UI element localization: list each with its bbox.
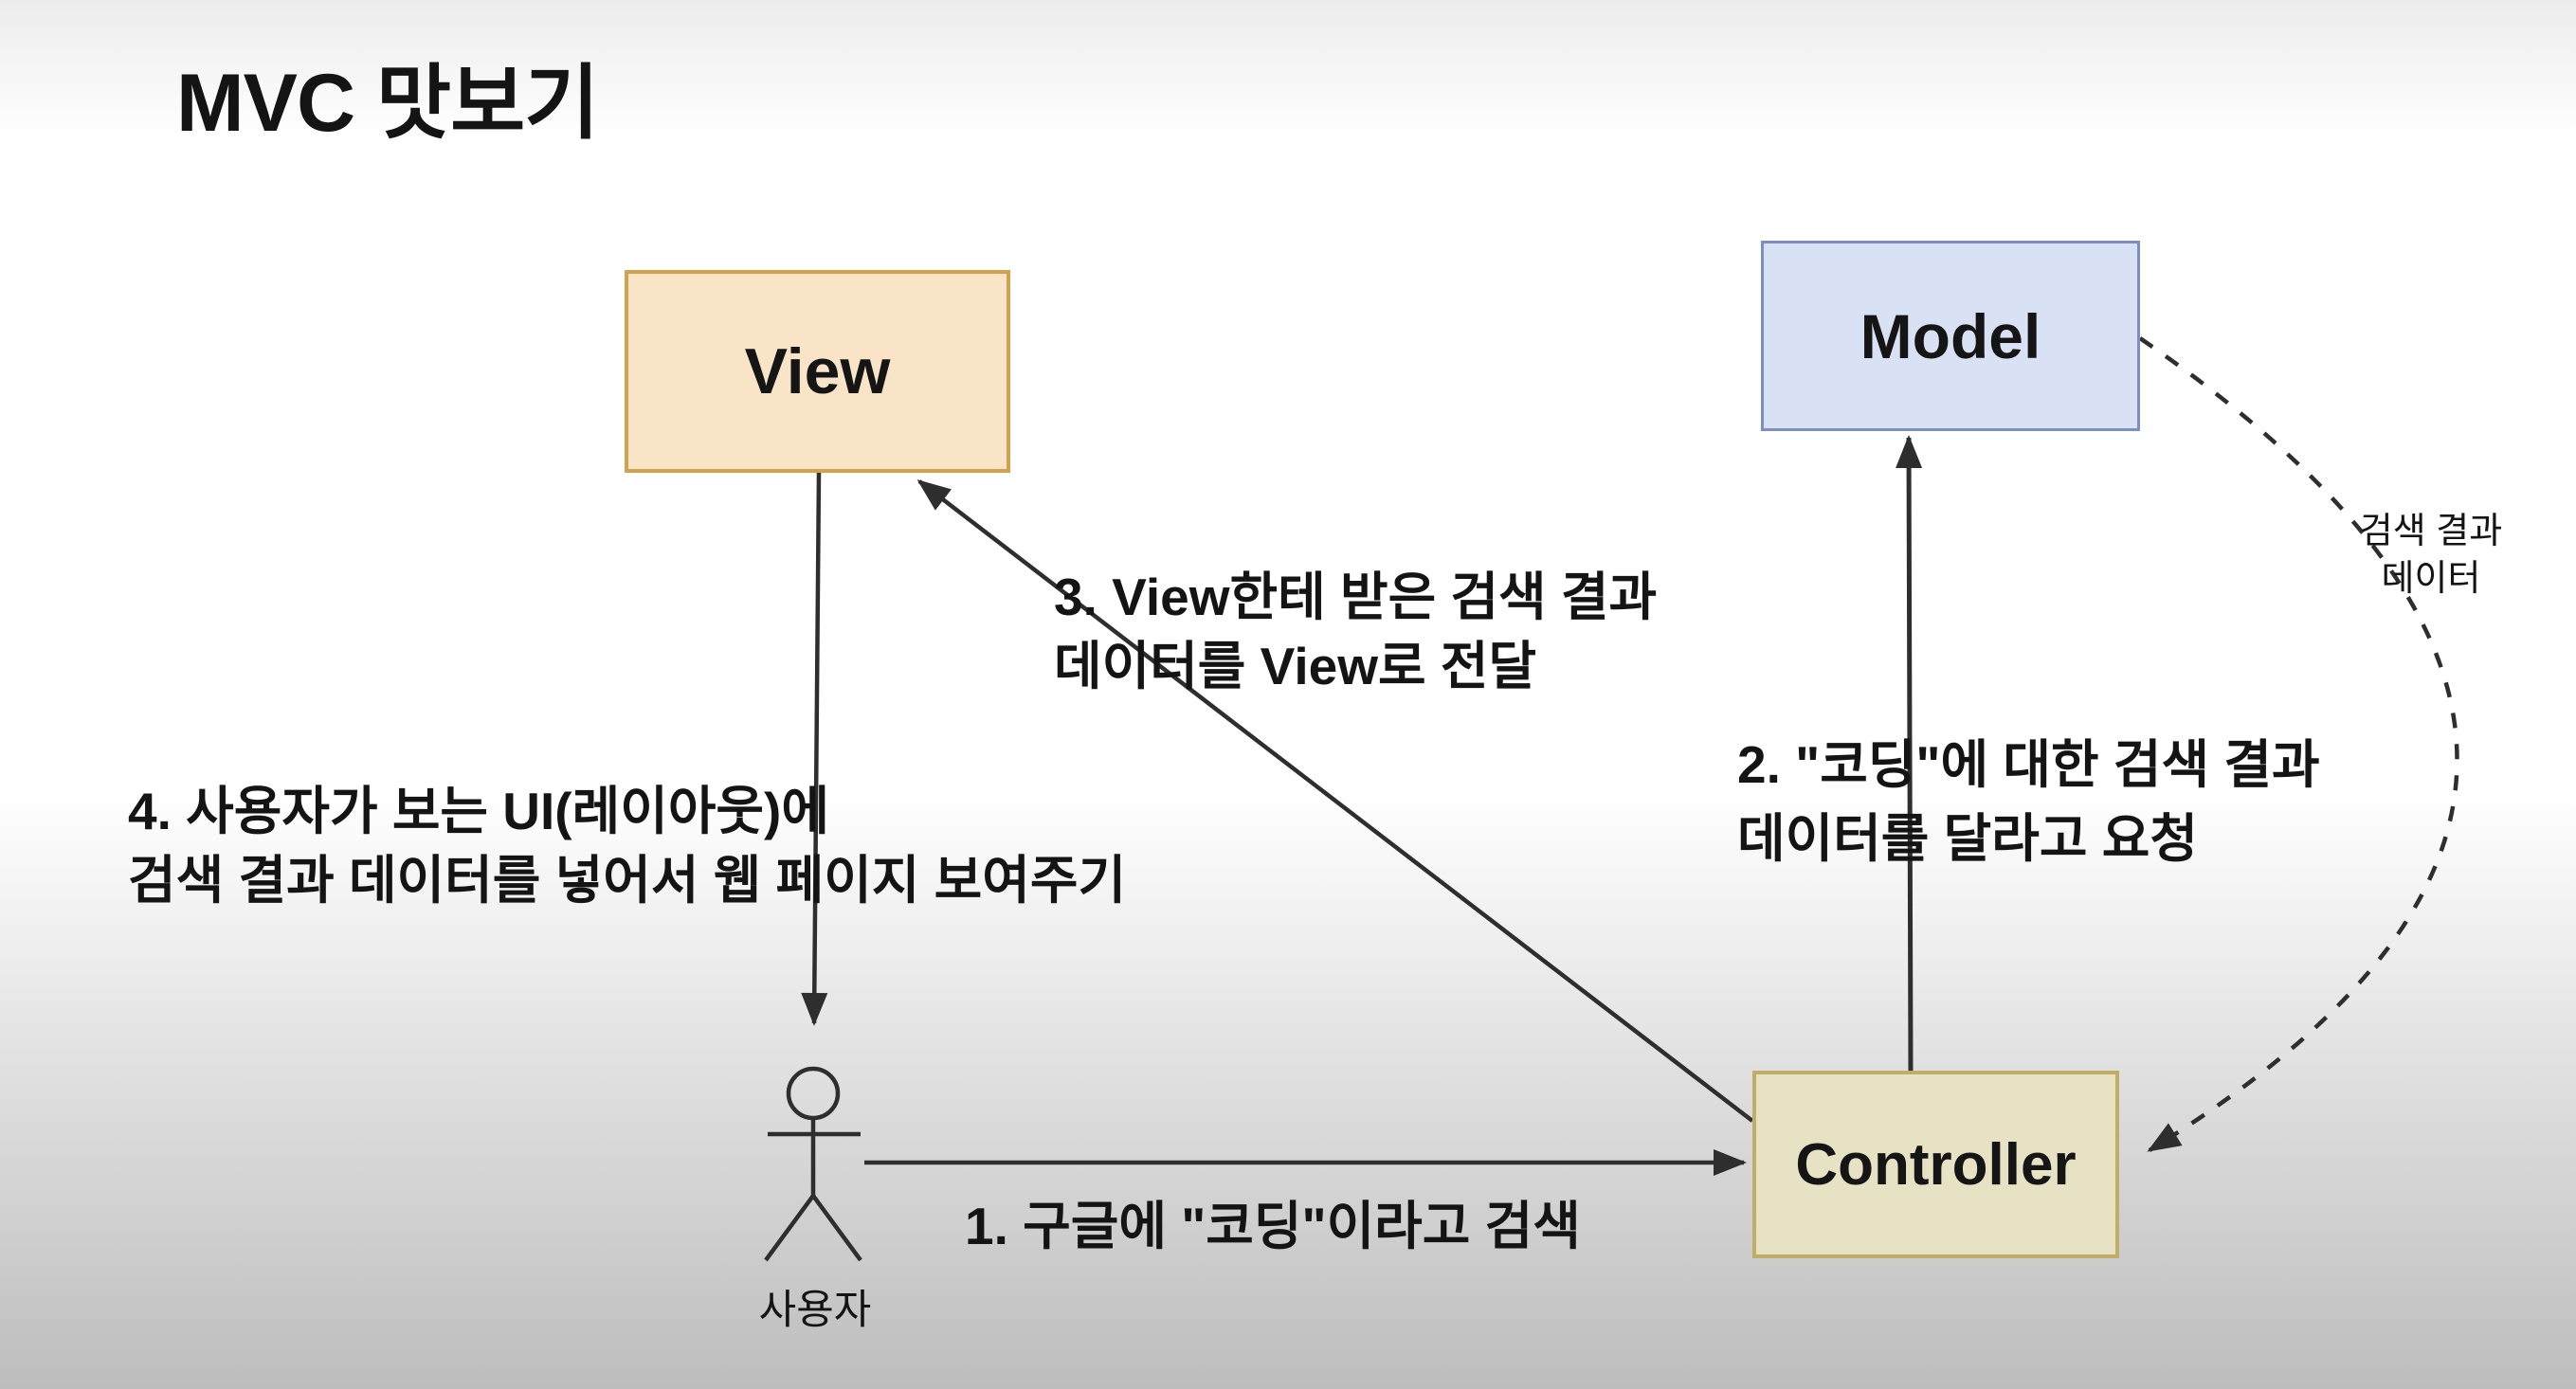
model-return-line2: 데이터	[2381, 559, 2481, 599]
step3-annotation: 3. View한테 받은 검색 결과 데이터를 View로 전달	[1054, 563, 1657, 701]
model-return-label: 검색 결과 데이터	[2320, 508, 2542, 603]
controller-box-label: Controller	[1795, 1131, 2077, 1198]
model-return-line1: 검색 결과	[2359, 512, 2503, 551]
step1-line1: 1. 구글에 "코딩"이라고 검색	[965, 1197, 1581, 1255]
model-box-label: Model	[1859, 300, 2041, 371]
step2-line1: 2. "코딩"에 대한 검색 결과	[1737, 735, 2320, 794]
view-box-label: View	[744, 335, 891, 407]
stick-figure-left-leg	[764, 1194, 815, 1262]
step3-line2: 데이터를 View로 전달	[1054, 637, 1537, 695]
view-box: View	[625, 270, 1010, 473]
user-stick-figure	[764, 1066, 862, 1262]
page-title: MVC 맛보기	[176, 58, 599, 149]
step1-annotation: 1. 구글에 "코딩"이라고 검색	[965, 1192, 1581, 1261]
step4-annotation: 4. 사용자가 보는 UI(레이아웃)에 검색 결과 데이터를 넣어서 웹 페이…	[128, 777, 1126, 915]
arrow-view-to-user	[801, 472, 828, 1026]
model-box: Model	[1761, 241, 2140, 431]
user-label: 사용자	[758, 1288, 872, 1333]
step4-line1: 4. 사용자가 보는 UI(레이아웃)에	[128, 782, 829, 840]
step4-line2: 검색 결과 데이터를 넣어서 웹 페이지 보여주기	[128, 851, 1127, 910]
step2-line2: 데이터를 달라고 요청	[1737, 809, 2198, 868]
step3-line1: 3. View한테 받은 검색 결과	[1054, 568, 1658, 626]
step2-annotation: 2. "코딩"에 대한 검색 결과 데이터를 달라고 요청	[1737, 728, 2320, 875]
stick-figure-head	[786, 1066, 841, 1121]
controller-box: Controller	[1752, 1071, 2119, 1258]
stick-figure-right-leg	[811, 1194, 862, 1262]
